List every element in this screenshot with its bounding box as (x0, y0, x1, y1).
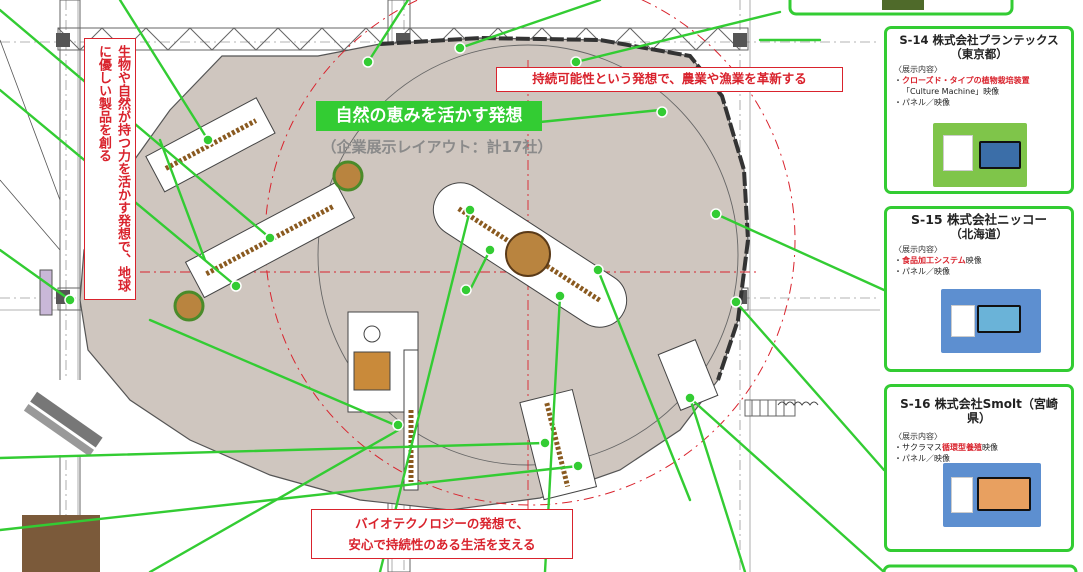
card-s15-label: 〈展示内容〉 (894, 245, 942, 254)
card-s15-photo-panel (951, 305, 975, 337)
card-s16-item1-suffix: 映像 (982, 443, 998, 452)
card-s16-label: 〈展示内容〉 (894, 432, 942, 441)
partial-card-bottom (882, 564, 1078, 572)
card-s14-photo-screen (979, 141, 1021, 169)
red-dashed-circle (264, 0, 796, 506)
card-s15-photo (941, 289, 1041, 353)
product-photos (18, 380, 103, 572)
card-s16: S-16 株式会社Smolt（宮崎県） 〈展示内容〉 ・サクラマス循環型養殖映像… (884, 384, 1074, 552)
card-s14-item1: ・クローズド・タイプの植物栽培装置 (894, 75, 1064, 86)
card-s14: S-14 株式会社プランテックス （東京都） 〈展示内容〉 ・クローズド・タイプ… (884, 26, 1074, 194)
exhibition-floor (79, 37, 749, 511)
card-s15-item2: ・パネル／映像 (894, 267, 950, 276)
stair-graphic (744, 399, 819, 417)
card-s16-item2: ・パネル／映像 (894, 454, 950, 463)
card-s14-item1-prefix: ・ (894, 76, 902, 85)
card-s16-item1: ・サクラマス循環型養殖映像 (894, 442, 1064, 453)
layout-subtitle: （企業展示レイアウト：計17社） (321, 138, 553, 156)
card-s15: S-15 株式会社ニッコー （北海道） 〈展示内容〉 ・食品加工システム映像 ・… (884, 206, 1074, 372)
card-s15-photo-screen (977, 305, 1021, 333)
card-s15-item1-highlight: 食品加工システム (902, 256, 966, 265)
card-s16-item1-prefix: ・サクラマス (894, 443, 942, 452)
card-s14-title: S-14 株式会社プランテックス (899, 33, 1059, 47)
callout-top: 持続可能性という発想で、農業や漁業を革新する (496, 67, 843, 92)
card-s14-photo (933, 123, 1027, 187)
outer-wall (379, 35, 751, 381)
leader-lines (0, 0, 886, 572)
booth-d (519, 388, 598, 501)
callout-bottom-line1: バイオテクノロジーの発想で、 (355, 516, 529, 531)
card-s15-item1-prefix: ・ (894, 256, 902, 265)
callout-left: 生物や自然が持つ力を活かす発想で、地球に優しい製品を創る (84, 38, 136, 300)
main-banner: 自然の恵みを活かす発想 (316, 101, 542, 131)
card-s14-item1-highlight: クローズド・タイプの植物栽培装置 (902, 76, 1030, 85)
card-s15-item1-suffix: 映像 (965, 256, 982, 265)
card-s14-photo-panel (943, 135, 973, 171)
card-s15-title: S-15 株式会社ニッコー (911, 212, 1047, 227)
planters (173, 160, 551, 322)
card-s16-photo (943, 463, 1041, 527)
callout-bottom-line2: 安心で持続性のある生活を支える (348, 537, 536, 552)
card-s15-location: （北海道） (950, 227, 1008, 241)
callout-bottom: バイオテクノロジーの発想で、 安心で持続性のある生活を支える (311, 509, 573, 559)
card-s16-photo-screen (977, 477, 1031, 511)
card-s16-photo-panel (951, 477, 973, 513)
card-s14-item2: ・パネル／映像 (894, 98, 950, 107)
card-s14-label: 〈展示内容〉 (894, 65, 942, 74)
leader-dots (64, 42, 742, 472)
card-s14-location: （東京都） (950, 47, 1008, 61)
booth-c (347, 311, 419, 491)
booth-e (657, 339, 719, 411)
left-structure (0, 39, 61, 316)
card-s16-item1-highlight: 循環型養殖 (942, 443, 982, 452)
card-s14-item1-suffix: 「Culture Machine」映像 (902, 87, 1000, 96)
card-s15-item1: ・食品加工システム映像 (894, 255, 1064, 266)
card-s16-title: S-16 株式会社Smolt（宮崎県） (900, 397, 1058, 425)
